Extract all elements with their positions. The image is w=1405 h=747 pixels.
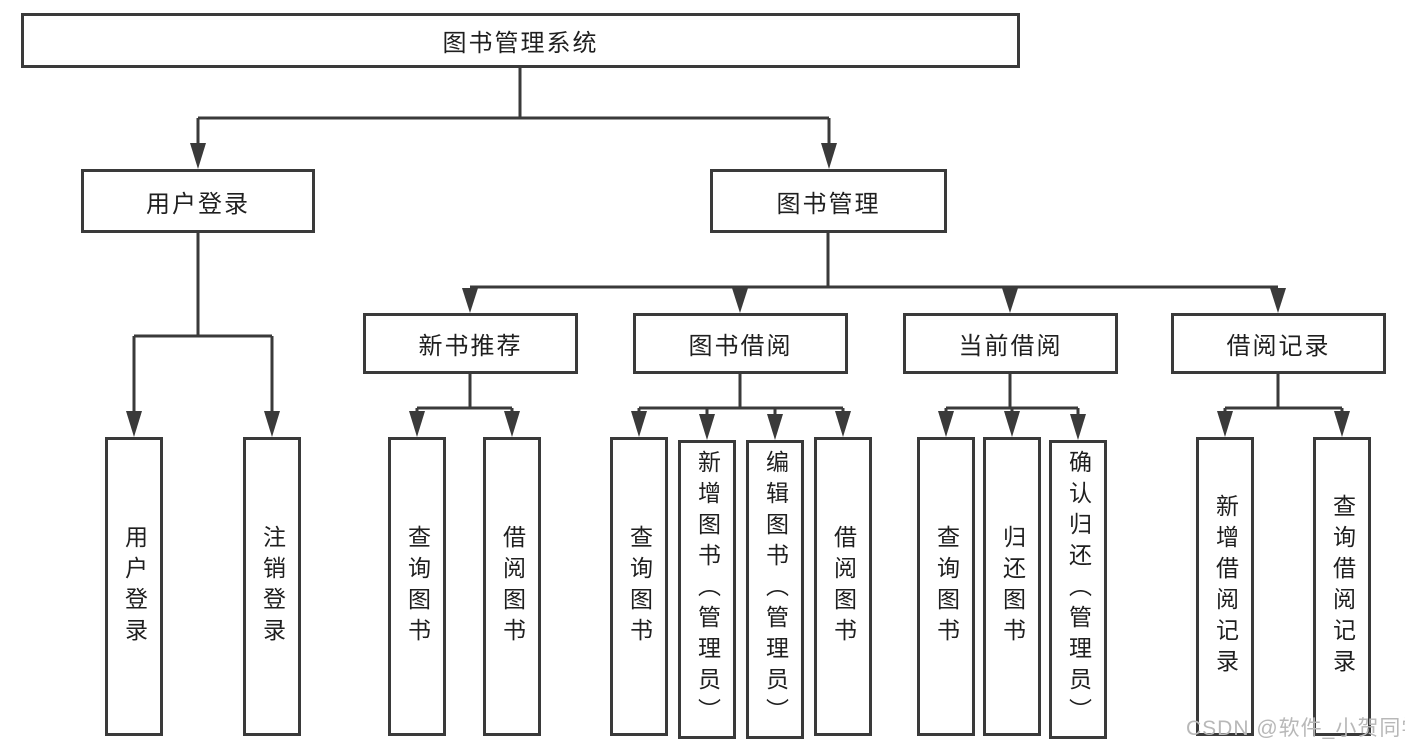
node-new-book-recommend: 新书推荐 (363, 313, 578, 374)
node-leaf-query-book-current: 查询图书 (917, 437, 975, 736)
node-current-borrow: 当前借阅 (903, 313, 1118, 374)
node-leaf-query-borrow-record-label: 查询借阅记录 (1329, 493, 1356, 680)
node-leaf-edit-book-admin: 编辑图书（管理员） (746, 440, 804, 739)
node-leaf-query-book-recommend: 查询图书 (388, 437, 446, 736)
node-leaf-confirm-return-admin-label: 确认归还（管理员） (1065, 450, 1092, 729)
node-user-login-group: 用户登录 (81, 169, 315, 233)
node-leaf-query-book-borrow: 查询图书 (610, 437, 668, 736)
node-leaf-user-login-label: 用户登录 (121, 524, 148, 649)
node-leaf-add-book-admin-label: 新增图书（管理员） (694, 450, 721, 729)
node-leaf-query-book-borrow-label: 查询图书 (626, 524, 653, 649)
node-book-management: 图书管理 (710, 169, 947, 233)
node-root: 图书管理系统 (21, 13, 1020, 68)
node-book-management-label: 图书管理 (776, 190, 881, 218)
node-leaf-borrow-book-recommend: 借阅图书 (483, 437, 541, 736)
node-leaf-borrow-book-recommend-label: 借阅图书 (499, 524, 526, 649)
node-root-label: 图书管理系统 (442, 30, 599, 57)
node-leaf-borrow-book-label: 借阅图书 (830, 524, 857, 649)
csdn-watermark: CSDN @软件_小贺同学 (1186, 717, 1405, 740)
node-leaf-query-borrow-record: 查询借阅记录 (1313, 437, 1371, 736)
node-leaf-add-borrow-record: 新增借阅记录 (1196, 437, 1254, 736)
node-leaf-return-book-label: 归还图书 (999, 524, 1026, 649)
node-leaf-add-borrow-record-label: 新增借阅记录 (1212, 493, 1239, 680)
node-leaf-add-book-admin: 新增图书（管理员） (678, 440, 736, 739)
arrowheads (126, 143, 1350, 440)
node-current-borrow-label: 当前借阅 (958, 333, 1063, 360)
node-leaf-borrow-book: 借阅图书 (814, 437, 872, 736)
node-leaf-edit-book-admin-label: 编辑图书（管理员） (762, 450, 789, 729)
node-user-login-group-label: 用户登录 (146, 190, 250, 218)
node-leaf-logout: 注销登录 (243, 437, 301, 736)
node-book-borrow-label: 图书借阅 (688, 333, 793, 360)
node-borrow-records-label: 借阅记录 (1226, 333, 1331, 360)
node-leaf-query-book-recommend-label: 查询图书 (404, 524, 431, 649)
node-leaf-return-book: 归还图书 (983, 437, 1041, 736)
node-new-book-recommend-label: 新书推荐 (418, 333, 523, 360)
node-leaf-confirm-return-admin: 确认归还（管理员） (1049, 440, 1107, 739)
node-leaf-query-book-current-label: 查询图书 (933, 524, 960, 649)
node-leaf-user-login: 用户登录 (105, 437, 163, 736)
node-borrow-records: 借阅记录 (1171, 313, 1386, 374)
node-book-borrow: 图书借阅 (633, 313, 848, 374)
node-leaf-logout-label: 注销登录 (259, 524, 286, 649)
